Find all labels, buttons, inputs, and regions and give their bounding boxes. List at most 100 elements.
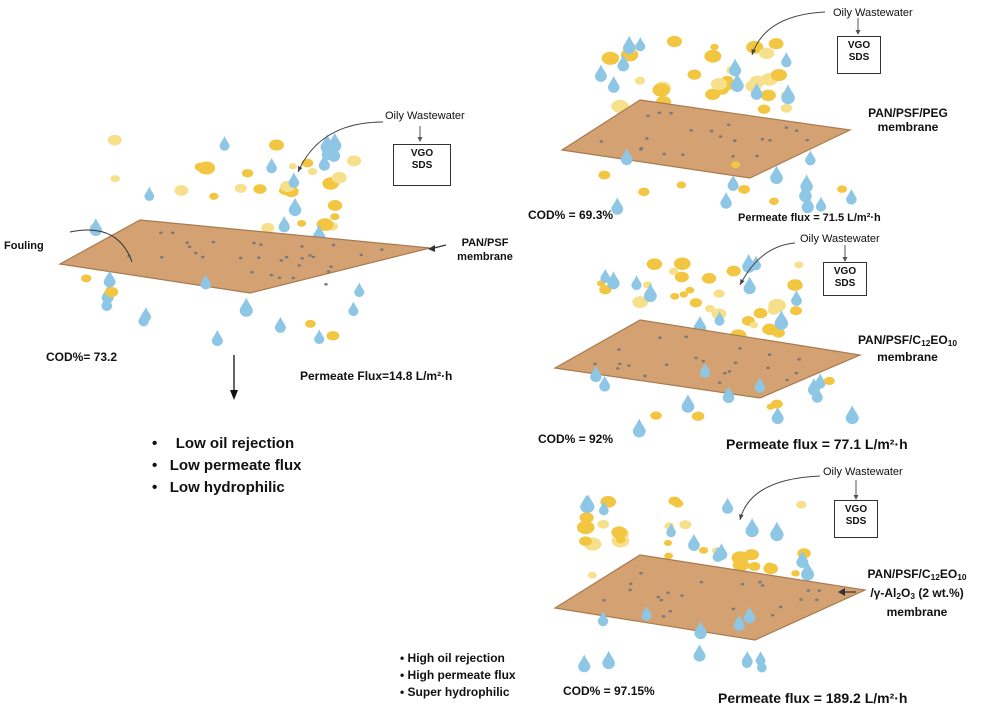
membrane-pore — [645, 137, 649, 140]
oil-droplet — [837, 185, 848, 193]
membrane-pore — [738, 347, 742, 350]
membrane-pore — [187, 245, 192, 249]
membrane-name: PAN/PSF/C12EO10 — [867, 567, 967, 582]
water-droplet — [582, 494, 595, 513]
oil-droplet — [787, 279, 803, 291]
oil-droplet — [579, 536, 592, 547]
water-droplet — [239, 297, 253, 317]
membrane-pore — [766, 366, 770, 370]
membrane-pore — [799, 598, 803, 601]
oil-droplet — [346, 155, 362, 167]
oil-droplet — [194, 162, 207, 172]
oil-droplet — [579, 512, 594, 523]
oil-droplet — [327, 199, 343, 211]
water-droplet — [845, 405, 859, 425]
cod-p3: COD% = 97.15% — [563, 684, 655, 698]
membrane-pore — [760, 137, 765, 141]
membrane-pore — [252, 241, 256, 245]
water-droplet — [101, 295, 113, 311]
membrane-pore — [628, 582, 633, 586]
water-droplet — [791, 290, 802, 306]
membrane-pore — [701, 359, 705, 363]
membrane-pore — [767, 353, 772, 356]
membrane-pore — [279, 259, 284, 262]
oil-droplet — [234, 183, 247, 193]
membrane-pore — [359, 253, 364, 257]
oil-droplet — [632, 296, 649, 309]
oil-droplet — [601, 51, 620, 65]
membrane-pore — [784, 126, 789, 129]
water-droplet — [694, 621, 707, 640]
flux-left: Permeate Flux=14.8 L/m²·h — [300, 369, 453, 383]
membrane-sheet — [553, 319, 863, 399]
water-droplet — [721, 497, 734, 514]
water-droplet — [278, 215, 290, 233]
oil-droplet — [791, 570, 800, 577]
oil-droplet — [597, 519, 610, 529]
feed-box-p3: VGO SDS — [834, 500, 878, 538]
membrane-pore — [211, 240, 216, 244]
oil-droplet — [307, 167, 318, 176]
membrane-pore — [657, 111, 662, 115]
water-droplet — [714, 311, 725, 326]
water-droplet — [666, 523, 676, 538]
feed-box-line1: VGO — [844, 504, 868, 515]
oil-droplet — [269, 139, 284, 151]
oil-droplet — [704, 304, 715, 313]
oil-droplet — [769, 197, 779, 205]
feed-label-left: Oily Wastewater — [385, 110, 465, 122]
water-droplet — [288, 172, 300, 188]
membrane-pore — [329, 265, 333, 269]
water-droplet — [805, 150, 816, 166]
oil-droplet — [301, 158, 314, 168]
membrane-pore — [805, 138, 810, 142]
flux-p1: Permeate flux = 71.5 L/m²·h — [738, 212, 881, 224]
arrowhead — [838, 588, 845, 596]
arrowhead — [298, 166, 303, 172]
feed-box-line2: SDS — [411, 160, 433, 171]
oil-droplet — [726, 265, 741, 277]
water-droplet — [754, 377, 766, 393]
membrane-pore — [193, 251, 198, 255]
oil-droplet — [732, 558, 750, 572]
water-droplet — [200, 274, 211, 290]
oil-droplet — [701, 273, 717, 284]
oil-droplet — [670, 292, 680, 300]
membrane-pore — [656, 595, 660, 599]
membrane-pore — [170, 231, 175, 235]
membrane-pore — [643, 374, 647, 378]
oil-droplet — [253, 184, 267, 194]
oil-droplet — [698, 546, 709, 554]
membrane-pore — [628, 588, 632, 592]
water-droplet — [770, 165, 783, 185]
oil-droplet — [713, 289, 725, 298]
membrane-pore — [646, 114, 650, 118]
oil-droplet — [759, 47, 775, 60]
feed-label-p3: Oily Wastewater — [823, 466, 903, 478]
oil-droplet — [772, 328, 785, 338]
cod-left: COD%= 73.2 — [46, 350, 118, 364]
water-droplet — [693, 644, 706, 662]
membrane-pore — [380, 248, 384, 251]
oil-droplet — [331, 172, 347, 184]
membrane-pore — [785, 378, 789, 382]
oil-droplet — [760, 89, 776, 102]
oil-droplet — [611, 526, 628, 539]
oil-droplet — [676, 181, 687, 189]
membrane-pore — [666, 591, 670, 594]
water-droplet — [144, 186, 155, 202]
water-droplet — [688, 533, 700, 551]
membrane-pore — [797, 358, 801, 361]
membrane-pore — [617, 362, 622, 366]
membrane-word: membrane — [877, 350, 938, 364]
oil-droplet — [789, 306, 803, 316]
water-droplet — [314, 329, 325, 345]
oil-droplet — [730, 161, 741, 169]
oil-droplet — [753, 308, 768, 319]
membrane-pore — [326, 270, 331, 273]
water-droplet — [733, 614, 745, 631]
oil-droplet — [174, 185, 189, 196]
oil-droplet — [261, 222, 275, 233]
water-droplet — [801, 195, 814, 214]
